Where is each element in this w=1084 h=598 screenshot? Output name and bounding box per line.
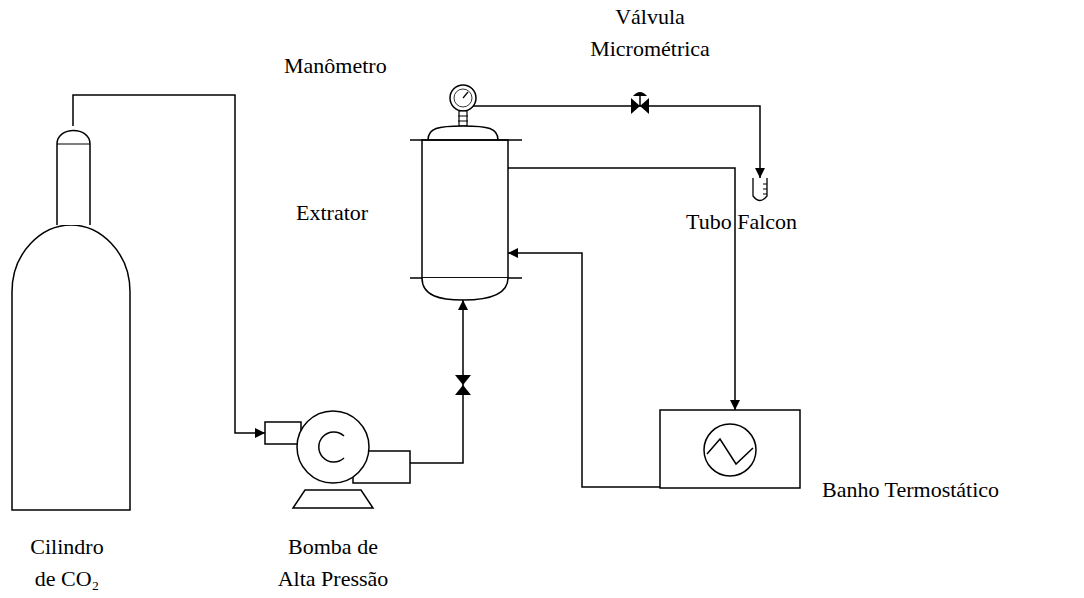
bath-label: Banho Termostático — [822, 474, 999, 506]
falcon-label: Tubo Falcon — [686, 206, 797, 238]
gas-cylinder: Cilindro de CO₂ — [12, 122, 130, 512]
thermostatic-bath: Banho Termostático — [660, 410, 800, 488]
high-pressure-pump: Bomba de Alta Pressão — [265, 410, 410, 510]
high-pressure-pump-outline — [265, 410, 410, 510]
falcon-tube: Tubo Falcon — [748, 178, 772, 205]
micrometric-valve — [631, 92, 649, 114]
extractor-vessel: Extrator — [410, 84, 522, 300]
pipe-connector — [508, 168, 735, 410]
pipe-connector — [410, 300, 463, 463]
extractor-label: Extrator — [296, 197, 368, 229]
thermostatic-bath-outline — [660, 410, 800, 488]
pump-label: Bomba de Alta Pressão — [272, 531, 394, 595]
pipe-connector — [508, 253, 660, 487]
valve-label: Válvula Micrométrica — [583, 1, 717, 65]
cylinder-label: Cilindro de CO₂ — [22, 531, 112, 595]
extractor-vessel-outline — [410, 84, 522, 300]
feed-valve — [455, 375, 471, 395]
pipe-connector — [467, 106, 760, 178]
gauge-label: Manômetro — [284, 50, 387, 82]
gas-cylinder-outline — [12, 122, 130, 512]
falcon-tube-outline — [748, 178, 772, 205]
